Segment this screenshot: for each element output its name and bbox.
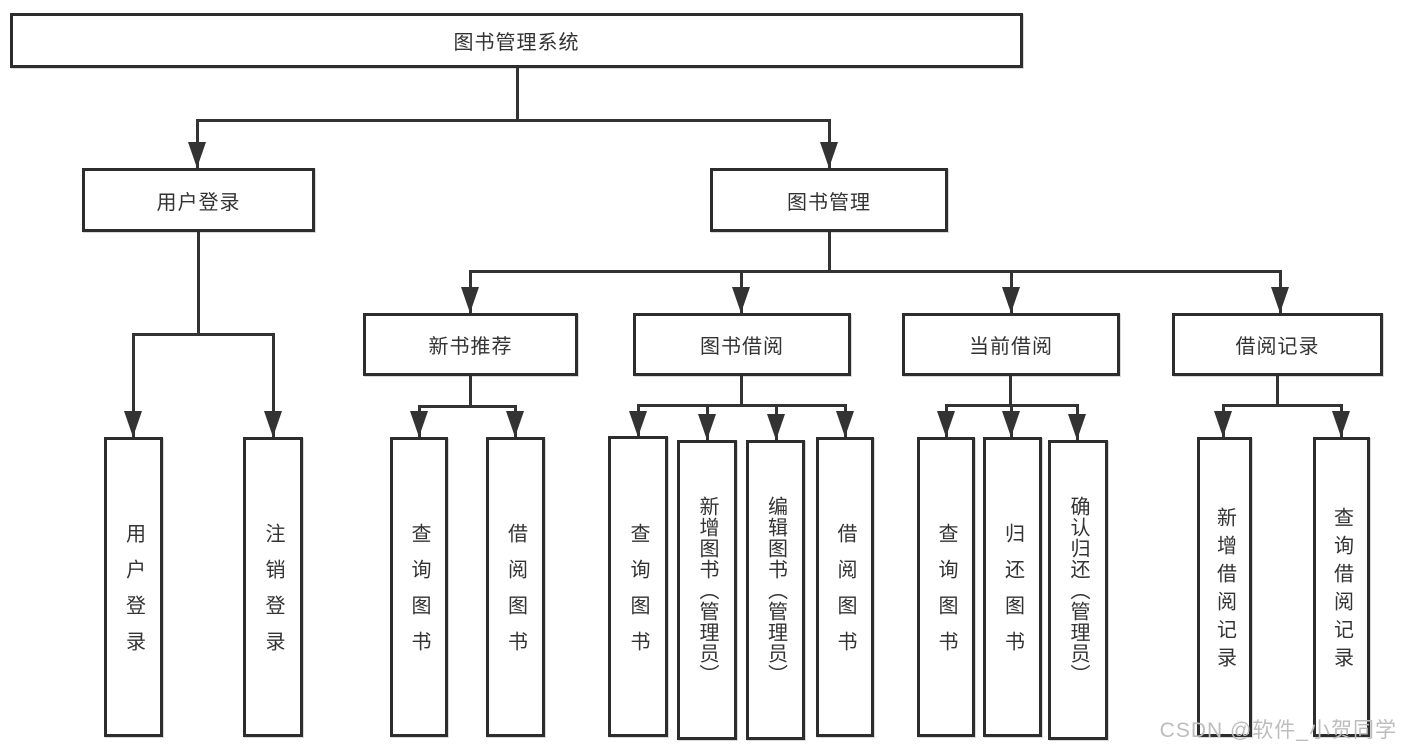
node-label: 新增图书（管理员） [696,496,718,685]
node-book-borrowing: 图书借阅 [633,313,851,376]
leaf-query-books-recommend: 查询图书 [390,437,448,737]
node-label: 编辑图书（管理员） [764,496,787,685]
node-book-management: 图书管理 [710,168,948,232]
leaf-add-book-admin: 新增图书（管理员） [677,440,737,740]
connector-line [132,333,275,336]
node-label: 查询图书 [408,523,430,667]
node-label: 新增借阅记录 [1213,507,1236,675]
leaf-confirm-return-admin: 确认归还（管理员） [1048,440,1108,740]
node-label: 用户登录 [122,523,145,667]
csdn-watermark: CSDN @软件_小贺同学 [1159,719,1397,742]
connector-line [1222,404,1343,407]
node-label: 用户登录 [156,191,241,214]
leaf-borrow-books-recommend: 借阅图书 [486,437,545,737]
node-library-management-system: 图书管理系统 [10,13,1023,68]
arrowhead-icon [1002,411,1020,437]
node-label: 借阅记录 [1235,336,1320,358]
arrowhead-icon [461,287,479,313]
connector-line [740,376,743,407]
leaf-query-books-current: 查询图书 [917,437,975,737]
leaf-logout: 注销登录 [243,437,303,737]
arrowhead-icon [506,411,524,437]
node-label: 借阅图书 [834,523,856,667]
node-label: 借阅图书 [504,523,527,667]
leaf-query-borrow-record: 查询借阅记录 [1313,437,1370,737]
leaf-edit-book-admin: 编辑图书（管理员） [746,440,805,740]
leaf-add-borrow-record: 新增借阅记录 [1197,437,1252,737]
node-label: 新书推荐 [428,336,513,358]
arrowhead-icon [1002,287,1020,313]
node-label: 注销登录 [262,523,284,667]
connector-line [197,232,200,336]
connector-line [418,405,517,408]
arrowhead-icon [1214,411,1232,437]
node-label: 查询借阅记录 [1330,507,1353,675]
node-borrowing-records: 借阅记录 [1172,313,1383,376]
leaf-return-books: 归还图书 [983,437,1042,737]
leaf-user-login: 用户登录 [104,437,163,737]
connector-line [132,333,135,437]
node-label: 查询图书 [935,523,957,667]
arrowhead-icon [1068,414,1086,440]
node-current-borrowing: 当前借阅 [902,313,1120,376]
arrowhead-icon [732,287,750,313]
leaf-query-books-borrowing: 查询图书 [608,436,668,737]
arrowhead-icon [836,411,854,437]
arrowhead-icon [820,142,838,168]
node-label: 确认归还（管理员） [1067,496,1089,685]
arrowhead-icon [410,411,428,437]
connector-line [272,333,275,437]
connector-line [469,270,1282,273]
arrowhead-icon [188,142,206,168]
arrowhead-icon [937,411,955,437]
node-user-login: 用户登录 [82,168,315,232]
arrowhead-icon [264,411,282,437]
arrowhead-icon [767,414,785,440]
connector-line [516,68,519,122]
connector-line [196,119,831,122]
connector-line [637,404,846,407]
node-label: 查询图书 [627,522,649,667]
arrowhead-icon [1332,411,1350,437]
node-label: 当前借阅 [969,336,1053,358]
connector-line [1009,376,1012,407]
node-new-book-recommendation: 新书推荐 [363,313,578,376]
node-label: 归还图书 [1001,523,1024,667]
connector-line [828,232,831,273]
node-label: 图书管理系统 [453,32,580,54]
node-label: 图书管理 [787,191,871,214]
arrowhead-icon [124,411,142,437]
connector-line [1276,376,1279,407]
node-label: 图书借阅 [700,336,784,358]
arrowhead-icon [1271,287,1289,313]
arrowhead-icon [629,411,647,437]
leaf-borrow-books: 借阅图书 [816,437,874,737]
arrowhead-icon [698,414,716,440]
connector-line [469,376,472,408]
